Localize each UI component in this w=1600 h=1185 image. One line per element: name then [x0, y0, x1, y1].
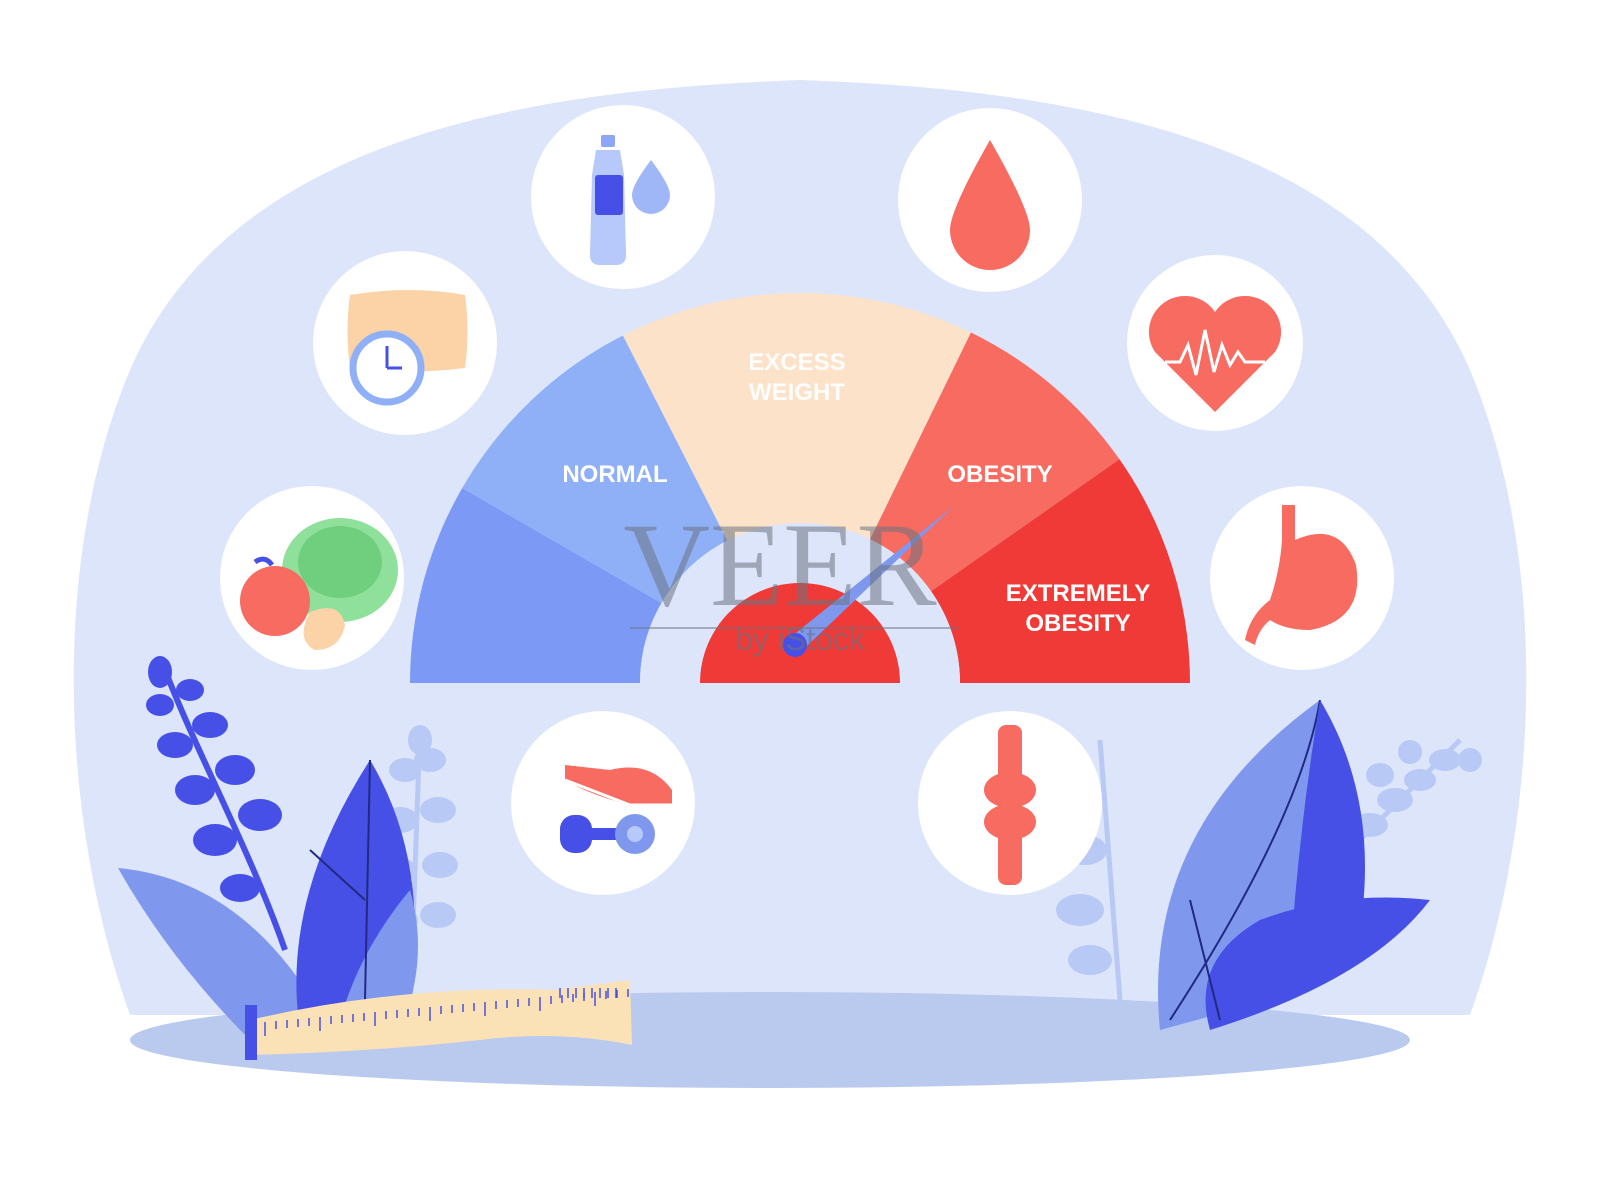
gauge-label-line: EXCESS	[748, 349, 845, 376]
watermark: VEER by iStock	[623, 498, 960, 657]
gauge-segment-normal-lower	[410, 488, 662, 683]
joint-bone-icon	[918, 711, 1102, 895]
gauge-label-line: OBESITY	[1025, 610, 1130, 637]
gauge-needle	[788, 505, 955, 651]
gauge-segment-excess-weight	[622, 293, 971, 541]
plant-right	[1158, 699, 1430, 1030]
gauge-label-line: OBESITY	[947, 461, 1052, 488]
blood-drop-icon	[898, 108, 1082, 292]
gauge-label-3: EXTREMELY OBESITY	[1006, 580, 1150, 637]
plant-left	[118, 656, 418, 1040]
bmi-gauge: NORMAL EXCESS WEIGHT OBESITY EXTREMELY OBESIT…	[410, 293, 1190, 683]
gauge-label-line: EXTREMELY	[1006, 580, 1150, 607]
gauge-label-line: NORMAL	[562, 461, 667, 488]
gauge-label-1: EXCESS WEIGHT	[748, 349, 845, 406]
gauge-needle-pivot	[783, 633, 807, 657]
gauge-label-line: WEIGHT	[749, 379, 845, 406]
gauge-label-0: NORMAL	[562, 461, 667, 488]
watermark-main: VEER	[623, 498, 936, 631]
healthy-food-icon	[220, 486, 404, 670]
sneaker-dumbbell-icon	[511, 711, 695, 895]
stomach-icon	[1210, 486, 1394, 670]
gauge-segment-extremely-obesity	[931, 459, 1190, 683]
gauge-label-2: OBESITY	[947, 461, 1052, 488]
pillow-clock-icon	[313, 251, 497, 435]
water-bottle-icon	[531, 105, 715, 289]
heart-pulse-icon	[1127, 255, 1303, 431]
gauge-segment-normal	[462, 335, 728, 603]
watermark-sub: by iStock	[735, 621, 866, 657]
gauge-segment-obesity	[870, 332, 1120, 592]
measuring-tape-icon	[245, 980, 632, 1060]
